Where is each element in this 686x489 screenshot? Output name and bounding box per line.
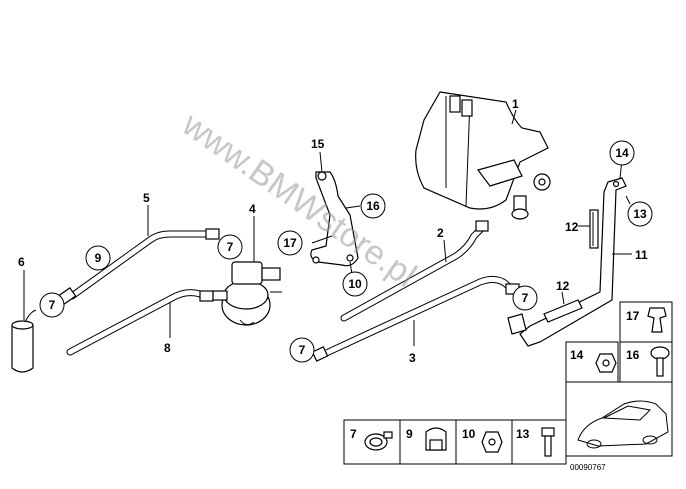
label-12a: 12 [565, 220, 579, 234]
legend-label-13: 13 [516, 427, 530, 441]
leader-13 [625, 195, 631, 205]
hose-5 [57, 228, 220, 305]
part-15-bracket [310, 171, 359, 267]
legend-label-7: 7 [350, 427, 357, 441]
leader-17 [311, 235, 333, 244]
hose-3 [311, 275, 520, 362]
label-4: 4 [249, 202, 256, 216]
callout-7-valve: 7 [217, 234, 243, 260]
callout-7-mid: 7 [289, 337, 315, 363]
label-12b: 12 [556, 279, 570, 293]
svg-text:14: 14 [615, 146, 629, 160]
nut-10-icon [481, 431, 503, 453]
callout-9: 9 [85, 245, 111, 271]
label-8: 8 [164, 341, 171, 355]
leader-16 [345, 205, 361, 209]
svg-text:10: 10 [348, 277, 362, 291]
hose-8 [66, 289, 214, 356]
legend-label-14: 14 [570, 348, 584, 362]
legend-label-16: 16 [626, 348, 640, 362]
svg-text:7: 7 [522, 291, 529, 305]
callout-13: 13 [627, 201, 653, 227]
car-silhouette-icon [577, 400, 669, 449]
svg-text:16: 16 [366, 199, 380, 213]
part-12-pad-lower [543, 299, 583, 323]
callout-7-right: 7 [512, 285, 538, 311]
callout-7-left: 7 [39, 292, 65, 318]
bolt-13-icon [541, 427, 555, 457]
leader-15 [319, 151, 323, 173]
label-2: 2 [437, 226, 444, 240]
svg-text:7: 7 [49, 298, 56, 312]
reference-number: 00090767 [570, 463, 606, 472]
callout-16: 16 [360, 193, 386, 219]
legend-label-10: 10 [462, 427, 476, 441]
svg-text:7: 7 [299, 343, 306, 357]
callout-10: 10 [342, 271, 368, 297]
part-4-purge-valve [212, 261, 282, 326]
watermark: www.BMWstore.pl [175, 105, 424, 295]
hose-clamp-7-icon [364, 431, 393, 451]
label-11: 11 [635, 248, 648, 262]
legend-top-right: 17 14 16 [565, 301, 673, 457]
label-15: 15 [311, 137, 325, 151]
clip-17-icon [647, 307, 667, 333]
legend-bottom-row: 7 9 10 13 [343, 419, 567, 465]
svg-text:9: 9 [95, 251, 102, 265]
clip-9-icon [425, 427, 447, 451]
part-6-filter [11, 270, 37, 373]
part-1-carbon-canister [415, 91, 551, 220]
label-5: 5 [143, 191, 150, 205]
leader-2 [443, 239, 447, 263]
callout-14: 14 [609, 140, 635, 166]
svg-text:17: 17 [283, 236, 297, 250]
legend-label-9: 9 [406, 427, 413, 441]
label-6: 6 [18, 255, 25, 269]
hose-2 [340, 220, 489, 322]
svg-text:13: 13 [633, 207, 647, 221]
nut-14-icon [595, 353, 617, 373]
leader-1 [511, 109, 517, 125]
part-11-bracket [507, 177, 627, 347]
part-12-pad-upper [589, 209, 599, 249]
label-3: 3 [409, 351, 416, 365]
legend-label-17: 17 [626, 309, 640, 323]
callout-17: 17 [277, 230, 303, 256]
svg-text:7: 7 [227, 240, 234, 254]
leader-12b [561, 291, 565, 305]
screw-16-icon [650, 346, 670, 377]
label-1: 1 [512, 97, 519, 111]
